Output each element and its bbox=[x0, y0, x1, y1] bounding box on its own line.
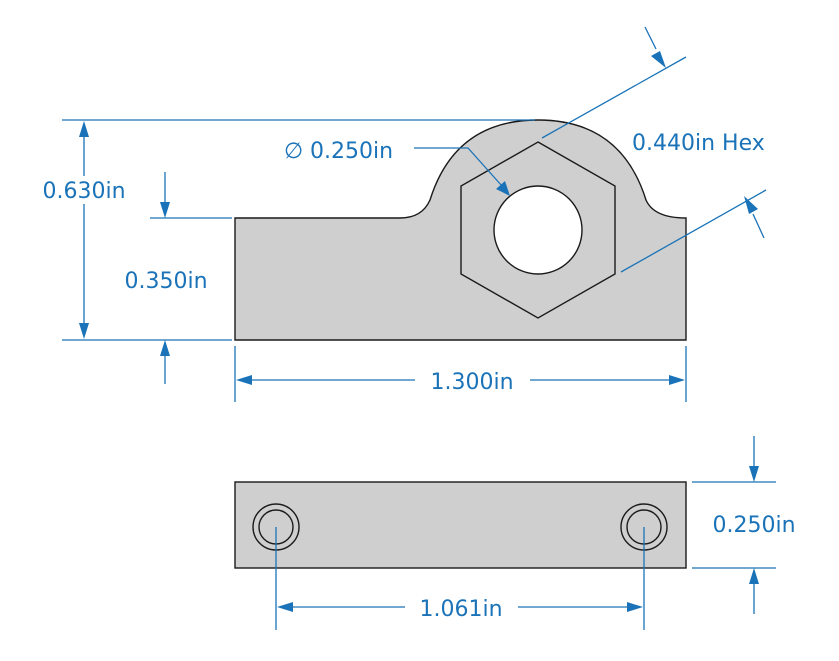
dim-hex-size: 0.440in Hex bbox=[541, 26, 767, 273]
overall-width-label: 1.300in bbox=[430, 370, 513, 395]
extension-line-lower bbox=[620, 189, 767, 273]
dimension-tail-lower bbox=[752, 213, 765, 239]
total-height-label: 0.630in bbox=[42, 179, 125, 204]
hole-spacing-label: 1.061in bbox=[419, 597, 502, 622]
top-view-body bbox=[234, 481, 687, 569]
arrowhead-left bbox=[277, 602, 293, 612]
front-view bbox=[234, 119, 687, 341]
hex-size-label: 0.440in Hex bbox=[632, 131, 765, 156]
dim-base-height: 0.350in bbox=[124, 172, 232, 384]
arrowhead-left bbox=[236, 375, 252, 385]
dimension-tail-upper bbox=[644, 26, 657, 50]
arrowhead-lower bbox=[744, 196, 758, 214]
thickness-label: 0.250in bbox=[712, 513, 795, 538]
arrowhead-down bbox=[79, 323, 89, 339]
dim-hole-spacing: 1.061in bbox=[275, 527, 645, 630]
arrowhead-upper bbox=[651, 51, 666, 68]
top-view bbox=[234, 481, 687, 569]
diameter-symbol: ∅ bbox=[284, 139, 303, 164]
bore-diameter-label: 0.250in bbox=[310, 139, 393, 164]
arrowhead-right bbox=[669, 375, 685, 385]
arrowhead-down bbox=[160, 202, 170, 218]
arrowhead-up bbox=[749, 568, 759, 584]
dim-bore-diameter: ∅ 0.250in bbox=[284, 139, 510, 196]
bore-hole bbox=[493, 185, 583, 275]
dim-thickness: 0.250in bbox=[692, 436, 796, 614]
arrowhead-up bbox=[160, 340, 170, 356]
extension-line-upper bbox=[541, 56, 687, 139]
arrowhead-up bbox=[79, 121, 89, 137]
leader-line bbox=[414, 147, 503, 187]
leader-arrowhead bbox=[496, 181, 510, 196]
dim-overall-width: 1.300in bbox=[234, 346, 687, 402]
base-height-label: 0.350in bbox=[124, 269, 207, 294]
dim-total-height: 0.630in bbox=[34, 119, 535, 341]
label-background bbox=[34, 176, 134, 204]
arrowhead-right bbox=[627, 602, 643, 612]
hex-nut-outline bbox=[460, 141, 616, 319]
arrowhead-down bbox=[749, 466, 759, 482]
